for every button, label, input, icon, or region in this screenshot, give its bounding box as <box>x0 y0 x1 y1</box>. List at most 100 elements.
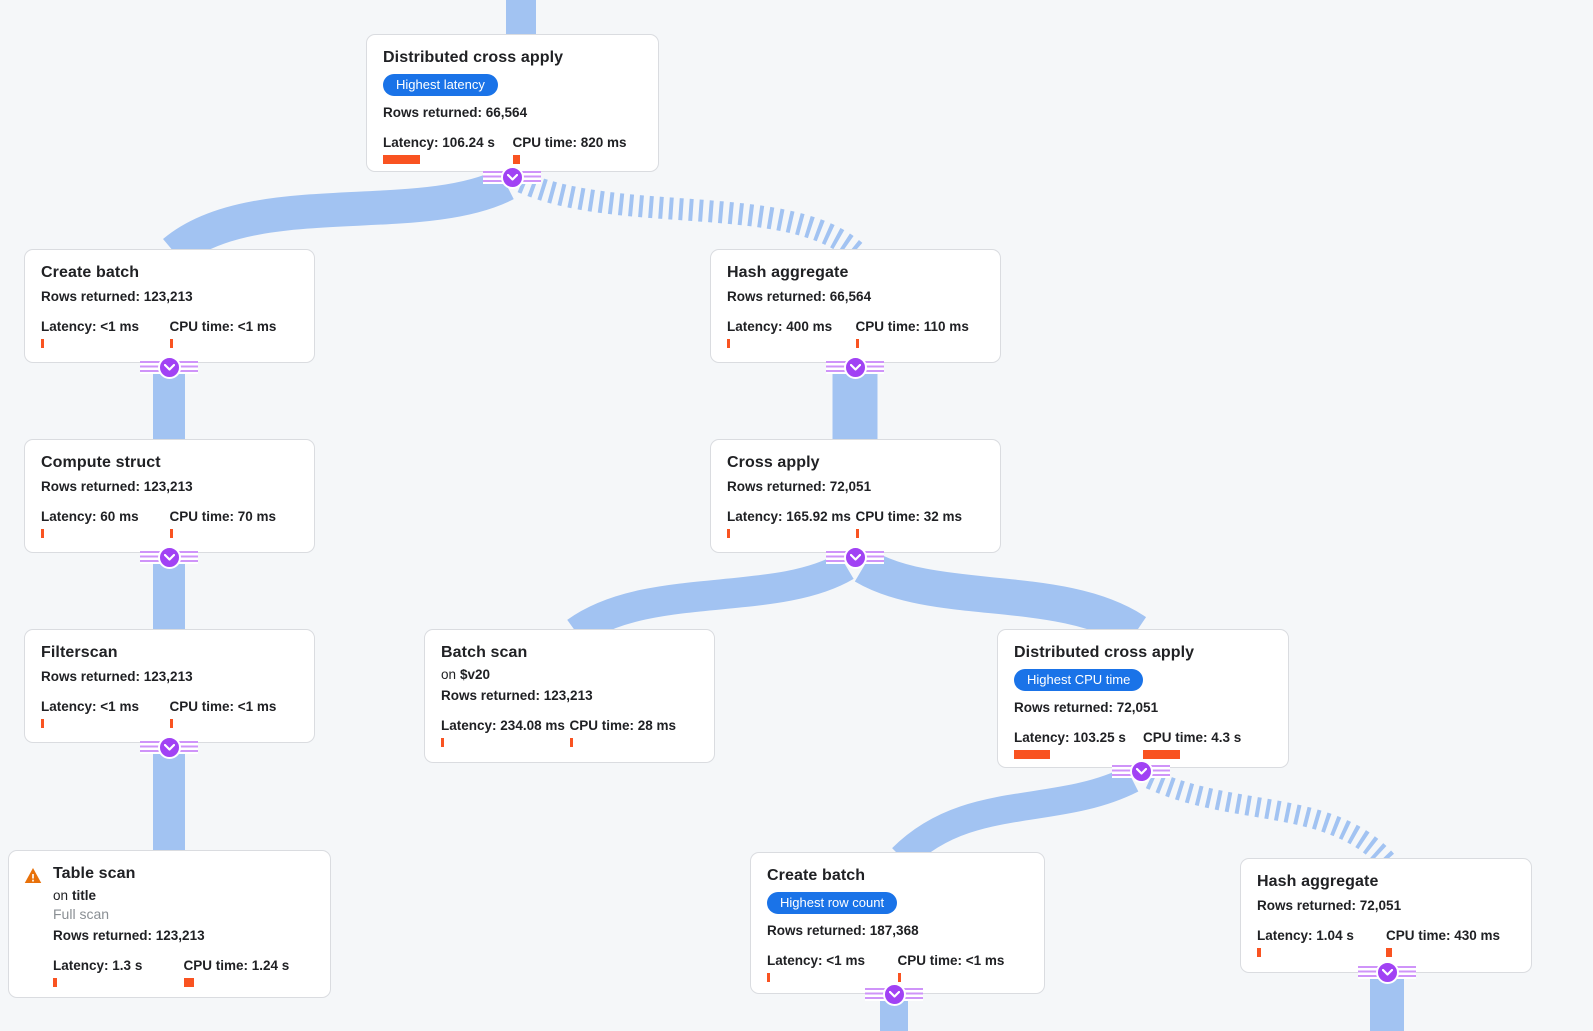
latency-metric: Latency: 1.04 s <box>1257 928 1386 957</box>
latency-bar <box>41 339 44 348</box>
latency-metric: Latency: 60 ms <box>41 509 170 538</box>
plan-node-create-batch-rowcount[interactable]: Create batch Highest row count Rows retu… <box>750 852 1045 994</box>
chevron-down-icon <box>157 736 181 759</box>
latency-metric: Latency: 106.24 s <box>383 135 513 164</box>
node-title: Distributed cross apply <box>383 49 564 66</box>
rows-returned: Rows returned: 123,213 <box>41 289 193 304</box>
rows-returned: Rows returned: 123,213 <box>41 479 193 494</box>
highest-row-count-badge: Highest row count <box>767 892 898 914</box>
rows-returned: Rows returned: 72,051 <box>727 479 872 494</box>
scan-target: on$v20 <box>441 667 491 682</box>
edge-cross-apply-to-dca <box>854 550 1147 648</box>
collapse-toggle-create-batch[interactable] <box>140 356 198 379</box>
rows-returned: Rows returned: 66,564 <box>727 289 872 304</box>
node-title: Table scan <box>53 865 136 882</box>
collapse-toggle-root[interactable] <box>483 166 541 189</box>
latency-metric: Latency: 400 ms <box>727 319 856 348</box>
collapse-toggle-create-batch-2[interactable] <box>865 983 923 1006</box>
plan-node-distributed-cross-apply-root[interactable]: Distributed cross apply Highest latency … <box>366 34 659 172</box>
plan-node-cross-apply[interactable]: Cross apply Rows returned: 72,051 Latenc… <box>710 439 1001 553</box>
latency-bar <box>727 529 730 538</box>
edge-cross-apply-to-batch-scan <box>567 552 854 645</box>
highest-latency-badge: Highest latency <box>383 74 498 96</box>
full-scan-note: Full scan <box>53 906 110 922</box>
cpu-metric: CPU time: <1 ms <box>897 953 1029 982</box>
cpu-bar <box>183 978 194 987</box>
node-title: Hash aggregate <box>1257 873 1379 890</box>
cpu-metric: CPU time: 110 ms <box>855 319 985 348</box>
latency-bar <box>767 973 770 982</box>
edge-dca-to-hash-aggregate-2 <box>1145 769 1396 869</box>
plan-node-create-batch[interactable]: Create batch Rows returned: 123,213 Late… <box>24 249 315 363</box>
chevron-down-icon <box>882 983 906 1006</box>
plan-node-hash-aggregate[interactable]: Hash aggregate Rows returned: 66,564 Lat… <box>710 249 1001 363</box>
latency-metric: Latency: <1 ms <box>767 953 898 982</box>
rows-returned: Rows returned: 187,368 <box>767 923 919 938</box>
node-title: Create batch <box>41 264 140 281</box>
cpu-bar <box>169 529 173 538</box>
cpu-bar <box>855 339 859 348</box>
node-title: Compute struct <box>41 454 161 471</box>
node-title: Distributed cross apply <box>1014 644 1195 661</box>
cpu-bar <box>1143 750 1180 759</box>
edge-root-to-create-batch <box>163 168 514 266</box>
chevron-down-icon <box>157 356 181 379</box>
chevron-down-icon <box>1129 760 1153 783</box>
cpu-bar <box>855 529 859 538</box>
cpu-metric: CPU time: 820 ms <box>512 135 643 164</box>
node-title: Batch scan <box>441 644 528 661</box>
cpu-metric: CPU time: 430 ms <box>1386 928 1515 957</box>
rows-returned: Rows returned: 66,564 <box>383 105 528 120</box>
plan-node-batch-scan[interactable]: Batch scan on$v20 Rows returned: 123,213… <box>424 629 715 763</box>
highest-cpu-time-badge: Highest CPU time <box>1014 669 1144 691</box>
collapse-toggle-dca-cpu[interactable] <box>1112 760 1170 783</box>
plan-node-compute-struct[interactable]: Compute struct Rows returned: 123,213 La… <box>24 439 315 553</box>
edge-root-to-hash-aggregate <box>517 171 864 261</box>
cpu-bar <box>897 973 901 982</box>
node-title: Cross apply <box>727 454 820 471</box>
plan-node-filterscan[interactable]: Filterscan Rows returned: 123,213 Latenc… <box>24 629 315 743</box>
node-title: Filterscan <box>41 644 118 661</box>
warning-icon <box>24 867 42 884</box>
latency-bar <box>41 719 44 728</box>
latency-metric: Latency: <1 ms <box>41 319 170 348</box>
cpu-metric: CPU time: 28 ms <box>569 718 699 747</box>
latency-metric: Latency: 165.92 ms <box>727 509 856 538</box>
collapse-toggle-compute-struct[interactable] <box>140 546 198 569</box>
rows-returned: Rows returned: 123,213 <box>53 928 205 943</box>
latency-bar <box>53 978 57 987</box>
latency-bar <box>1257 948 1261 957</box>
chevron-down-icon <box>1375 961 1399 984</box>
rows-returned: Rows returned: 123,213 <box>441 688 593 703</box>
latency-metric: Latency: 1.3 s <box>53 958 184 987</box>
cpu-bar <box>169 719 173 728</box>
cpu-metric: CPU time: 70 ms <box>169 509 299 538</box>
cpu-bar <box>1386 948 1392 957</box>
cpu-metric: CPU time: 1.24 s <box>183 958 315 987</box>
latency-bar <box>41 529 44 538</box>
plan-node-distributed-cross-apply-cpu[interactable]: Distributed cross apply Highest CPU time… <box>997 629 1289 768</box>
chevron-down-icon <box>157 546 181 569</box>
collapse-toggle-cross-apply[interactable] <box>826 546 884 569</box>
chevron-down-icon <box>843 546 867 569</box>
cpu-bar <box>569 738 573 747</box>
collapse-toggle-filterscan[interactable] <box>140 736 198 759</box>
node-title: Create batch <box>767 867 866 884</box>
latency-metric: Latency: 234.08 ms <box>441 718 570 747</box>
plan-node-hash-aggregate-2[interactable]: Hash aggregate Rows returned: 72,051 Lat… <box>1240 858 1532 973</box>
cpu-bar <box>512 155 520 164</box>
rows-returned: Rows returned: 123,213 <box>41 669 193 684</box>
rows-returned: Rows returned: 72,051 <box>1257 898 1402 913</box>
latency-metric: Latency: <1 ms <box>41 699 170 728</box>
collapse-toggle-hash-aggregate[interactable] <box>826 356 884 379</box>
rows-returned: Rows returned: 72,051 <box>1014 700 1159 715</box>
collapse-toggle-hash-aggregate-2[interactable] <box>1358 961 1416 984</box>
cpu-metric: CPU time: <1 ms <box>169 699 299 728</box>
latency-bar <box>1014 750 1050 759</box>
chevron-down-icon <box>500 166 524 189</box>
node-title: Hash aggregate <box>727 264 849 281</box>
